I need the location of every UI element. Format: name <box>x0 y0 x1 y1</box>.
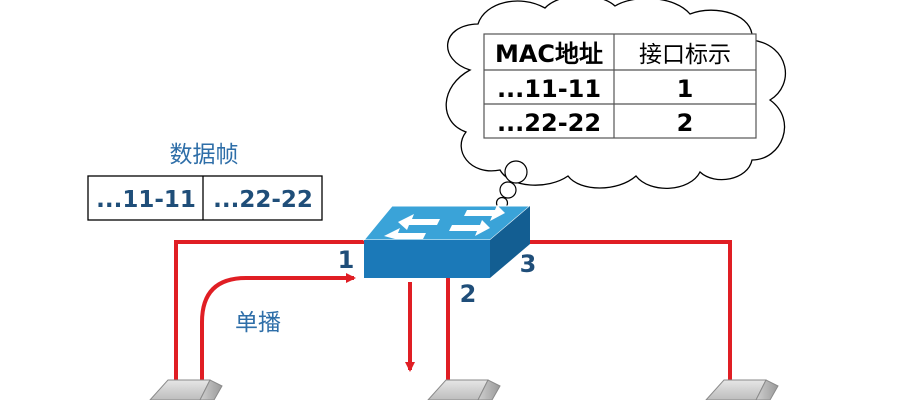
mac-table-row2-port: 2 <box>677 109 694 137</box>
mac-table-row1-port: 1 <box>677 75 694 103</box>
link-port1 <box>174 240 368 385</box>
mac-table: MAC地址 接口标示 ...11-11 1 ...22-22 2 <box>483 33 757 139</box>
frame-field-dst: ...22-22 <box>213 187 313 213</box>
port-label-3: 3 <box>520 250 537 278</box>
mac-table-row1-mac: ...11-11 <box>497 75 601 103</box>
mac-table-header-mac: MAC地址 <box>495 40 603 68</box>
unicast-arrow-in <box>200 273 356 382</box>
unicast-label: 单播 <box>235 310 281 336</box>
switch-icon <box>362 205 532 278</box>
pc-left-icon <box>149 379 223 400</box>
frame-field-src: ...11-11 <box>96 187 196 213</box>
pc-middle-icon <box>427 379 501 400</box>
frame-title: 数据帧 <box>170 142 239 168</box>
link-port3 <box>518 240 732 385</box>
pc-right-icon <box>705 379 779 400</box>
port-label-1: 1 <box>338 246 355 274</box>
links <box>174 240 732 385</box>
mac-table-row2-mac: ...22-22 <box>497 109 601 137</box>
data-frame: ...11-11 ...22-22 <box>87 175 323 221</box>
port-label-2: 2 <box>460 280 477 308</box>
mac-table-header-port: 接口标示 <box>639 42 731 68</box>
